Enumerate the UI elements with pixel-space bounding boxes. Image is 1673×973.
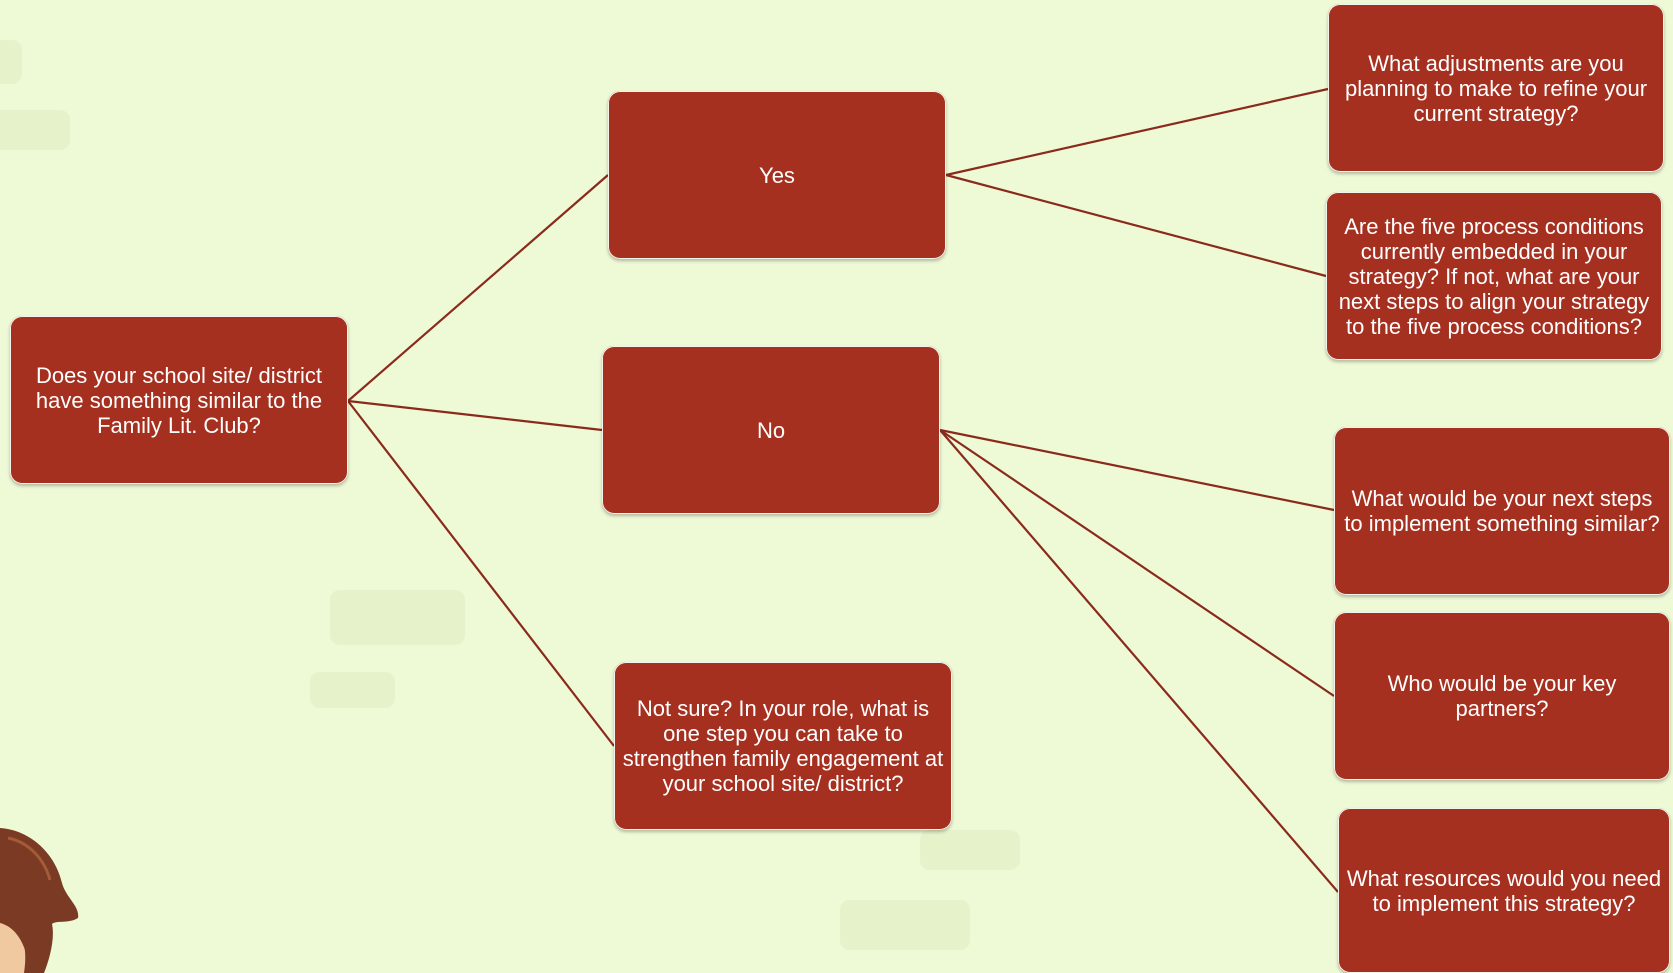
yes-conditions-text: Are the five process conditions currentl…	[1338, 213, 1650, 339]
root-question-node: Does your school site/ district have som…	[10, 316, 348, 484]
no-next-steps-text: What would be your next steps to impleme…	[1344, 486, 1660, 536]
connector-yes-conditions	[945, 173, 1327, 278]
connector-root-no	[347, 399, 603, 432]
connector-root-not-sure	[347, 400, 615, 747]
yes-node: Yes	[608, 91, 946, 259]
not-sure-text: Not sure? In your role, what is one step…	[622, 696, 944, 796]
background-smudge	[920, 830, 1020, 870]
connector-no-next-steps	[939, 428, 1335, 512]
no-next-steps-node: What would be your next steps to impleme…	[1334, 427, 1670, 595]
background-smudge	[330, 590, 465, 645]
not-sure-node: Not sure? In your role, what is one step…	[614, 662, 952, 830]
cartoon-character-illustration	[0, 828, 79, 973]
connector-no-resources	[939, 429, 1339, 893]
no-text: No	[756, 417, 786, 443]
background-smudge	[840, 900, 970, 950]
no-partners-text: Who would be your key partners?	[1387, 671, 1617, 721]
root-question-text: Does your school site/ district have som…	[35, 362, 323, 438]
connector-no-partners	[939, 429, 1335, 697]
no-node: No	[602, 346, 940, 514]
no-partners-node: Who would be your key partners?	[1334, 612, 1670, 780]
yes-conditions-node: Are the five process conditions currentl…	[1326, 192, 1662, 360]
no-resources-node: What resources would you need to impleme…	[1338, 808, 1670, 973]
yes-adjustments-node: What adjustments are you planning to mak…	[1328, 4, 1664, 172]
yes-text: Yes	[759, 162, 795, 188]
background-smudge	[0, 40, 22, 84]
background-smudge	[310, 672, 395, 708]
no-resources-text: What resources would you need to impleme…	[1346, 865, 1662, 916]
background-smudge	[0, 110, 70, 150]
yes-adjustments-text: What adjustments are you planning to mak…	[1344, 50, 1648, 126]
connector-yes-adjustments	[945, 87, 1329, 177]
connector-root-yes	[347, 174, 609, 402]
